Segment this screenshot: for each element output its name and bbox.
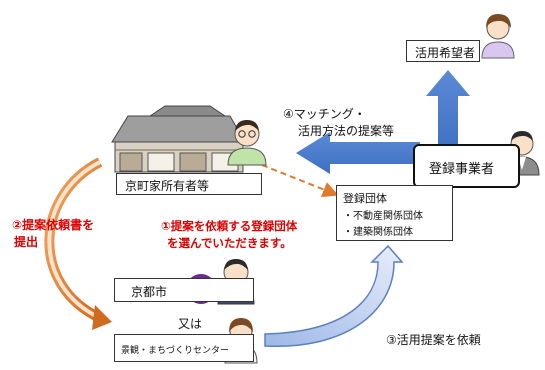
owner-box: 京町家所有者等 xyxy=(116,173,262,195)
center-label: 景観・まちづくりセンター xyxy=(121,346,230,356)
step1-text-line2: を選んでいただきます。 xyxy=(167,236,292,250)
registered-groups-item: ・建築関係団体 xyxy=(343,227,413,238)
contractor-box: 登録事業者 xyxy=(413,144,520,188)
step2-text-line1: ②提案依頼書を xyxy=(12,218,95,232)
center-box: 景観・まちづくりセンター xyxy=(114,334,254,362)
step1-text-line1: ①提案を依頼する登録団体 xyxy=(161,219,298,233)
hopeful-user-label: 活用希望者 xyxy=(415,46,476,60)
man-glasses-person-icon xyxy=(227,120,267,166)
registered-groups-box: 登録団体 ・不動産関係団体 ・建築関係団体 xyxy=(336,185,453,241)
city-box: 京都市 xyxy=(114,278,254,302)
orange-dashed-arrow xyxy=(261,164,339,198)
registered-groups-item: ・不動産関係団体 xyxy=(343,211,423,222)
machiya-house-illustration xyxy=(111,105,246,173)
blue-up-arrow xyxy=(426,70,470,155)
swoosh-arrow xyxy=(264,244,404,347)
matching-text-line2: 活用方法の提案等 xyxy=(298,124,395,138)
step2-text-line2: 提出 xyxy=(14,235,39,249)
step3-text: ③活用提案を依頼 xyxy=(386,333,481,347)
blue-left-arrow xyxy=(296,132,420,174)
orange-curve-arrow xyxy=(44,157,103,323)
hopeful-user-box: 活用希望者 xyxy=(406,40,480,62)
contractor-label: 登録事業者 xyxy=(429,162,495,177)
registered-groups-title: 登録団体 xyxy=(343,192,387,205)
owner-label: 京町家所有者等 xyxy=(125,179,210,193)
woman-person-icon xyxy=(481,14,515,59)
matching-text-line1: ④マッチング・ xyxy=(283,107,366,121)
or-text: 又は xyxy=(178,317,203,331)
city-label: 京都市 xyxy=(131,285,168,299)
